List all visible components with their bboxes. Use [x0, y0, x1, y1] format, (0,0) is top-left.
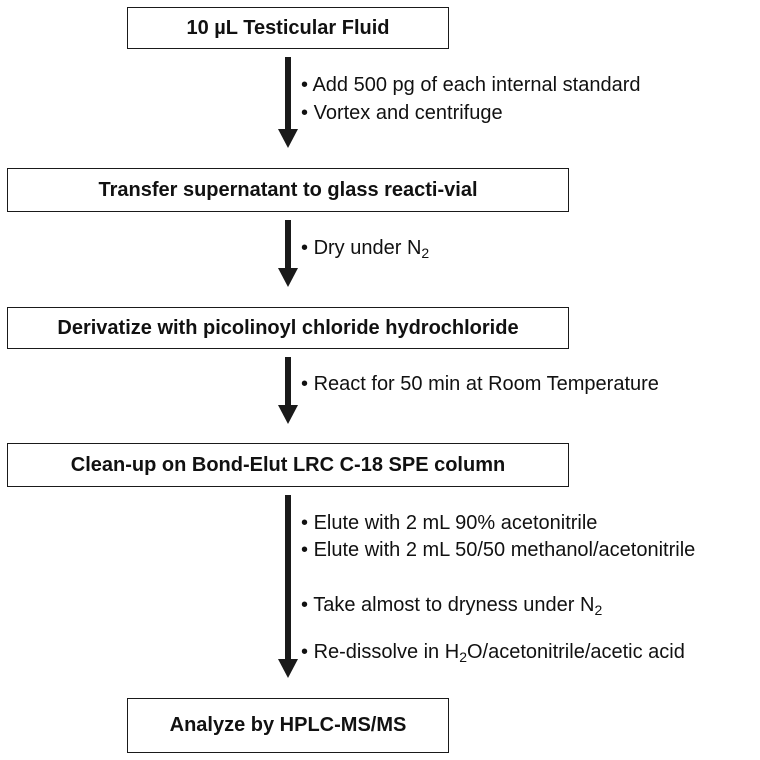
bullet-dot: • — [301, 74, 309, 96]
step-label-2: Transfer supernatant to glass reacti-via… — [98, 178, 478, 201]
note-react-50-min: • React for 50 min at Room Temperature — [301, 372, 659, 396]
note-text: Elute with 2 mL 90% acetonitrile — [313, 512, 598, 534]
note-text: Dry under N — [313, 237, 422, 259]
note-elute-acetonitrile: • Elute with 2 mL 90% acetonitrile — [301, 511, 597, 535]
step-label-1: 10 µL Testicular Fluid — [186, 16, 390, 39]
down-arrow-2 — [278, 220, 298, 287]
step-box-4: Clean-up on Bond-Elut LRC C-18 SPE colum… — [7, 443, 569, 487]
note-text: React for 50 min at Room Temperature — [313, 373, 659, 395]
bullet-dot: • — [301, 594, 309, 616]
bullet-dot: • — [301, 512, 309, 534]
note-text: Add 500 pg of each internal standard — [312, 74, 641, 96]
subscript: 2 — [421, 245, 430, 261]
bullet-dot: • — [301, 641, 309, 663]
note-text: Vortex and centrifuge — [313, 102, 503, 124]
note-vortex-centrifuge: • Vortex and centrifuge — [301, 101, 503, 125]
note-text: Elute with 2 mL 50/50 methanol/acetonitr… — [313, 539, 696, 561]
step-box-2: Transfer supernatant to glass reacti-via… — [7, 168, 569, 212]
bullet-dot: • — [301, 102, 309, 124]
note-dry-under-n2: • Dry under N2 — [301, 236, 429, 260]
note-text: Re-dissolve in H — [313, 641, 460, 663]
step-label-4: Clean-up on Bond-Elut LRC C-18 SPE colum… — [70, 453, 506, 476]
note-elute-methanol-acetonitrile: • Elute with 2 mL 50/50 methanol/acetoni… — [301, 538, 695, 562]
step-box-3: Derivatize with picolinoyl chloride hydr… — [7, 307, 569, 349]
step-label-5: Analyze by HPLC-MS/MS — [169, 714, 407, 736]
note-dryness-under-n2: • Take almost to dryness under N2 — [301, 593, 602, 617]
step-label-3: Derivatize with picolinoyl chloride hydr… — [57, 316, 519, 339]
note-text: O/acetonitrile/acetic acid — [466, 641, 685, 663]
subscript: 2 — [594, 602, 603, 618]
bullet-dot: • — [301, 539, 309, 561]
subscript: 2 — [459, 649, 467, 665]
down-arrow-3 — [278, 357, 298, 424]
bullet-dot: • — [301, 237, 309, 259]
note-text: Take almost to dryness under N — [313, 594, 595, 616]
note-add-internal-standard: • Add 500 pg of each internal standard — [301, 73, 641, 97]
down-arrow-4 — [278, 495, 298, 678]
step-box-5: Analyze by HPLC-MS/MS — [127, 698, 449, 753]
down-arrow-1 — [278, 57, 298, 148]
note-redissolve: • Re-dissolve in H2O/acetonitrile/acetic… — [301, 640, 685, 664]
bullet-dot: • — [301, 373, 309, 395]
step-box-1: 10 µL Testicular Fluid — [127, 7, 449, 49]
